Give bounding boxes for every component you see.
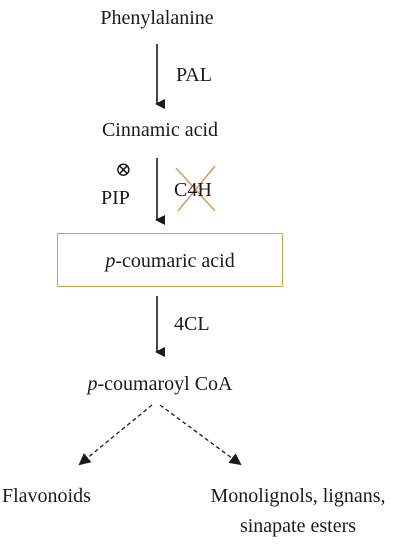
enzyme-c4h: C4H	[174, 179, 212, 201]
c4h-cross-mark	[175, 165, 216, 212]
arrow-coa-to-monolignols	[159, 404, 242, 466]
inhibitor-pip: PIP	[101, 187, 130, 209]
compound-flavonoids: Flavonoids	[2, 485, 91, 507]
compound-p-coumaroyl-coa: p-coumaroyl CoA	[87, 373, 233, 395]
compound-monolignols-line1: Monolignols, lignans,	[210, 485, 386, 507]
highlight-box-p-coumaric	[57, 233, 283, 287]
enzyme-4cl: 4CL	[174, 313, 210, 335]
compound-phenylalanine: Phenylalanine	[100, 7, 214, 29]
inhibitor-symbol-icon: ⊗	[115, 159, 132, 181]
enzyme-pal: PAL	[176, 64, 212, 86]
arrow-coa-to-flavonoids	[78, 404, 153, 466]
compound-monolignols-line2: sinapate esters	[239, 515, 357, 537]
compound-cinnamic-acid: Cinnamic acid	[101, 119, 219, 141]
compound-p-coumaric-acid: p-coumaric acid	[105, 250, 235, 272]
